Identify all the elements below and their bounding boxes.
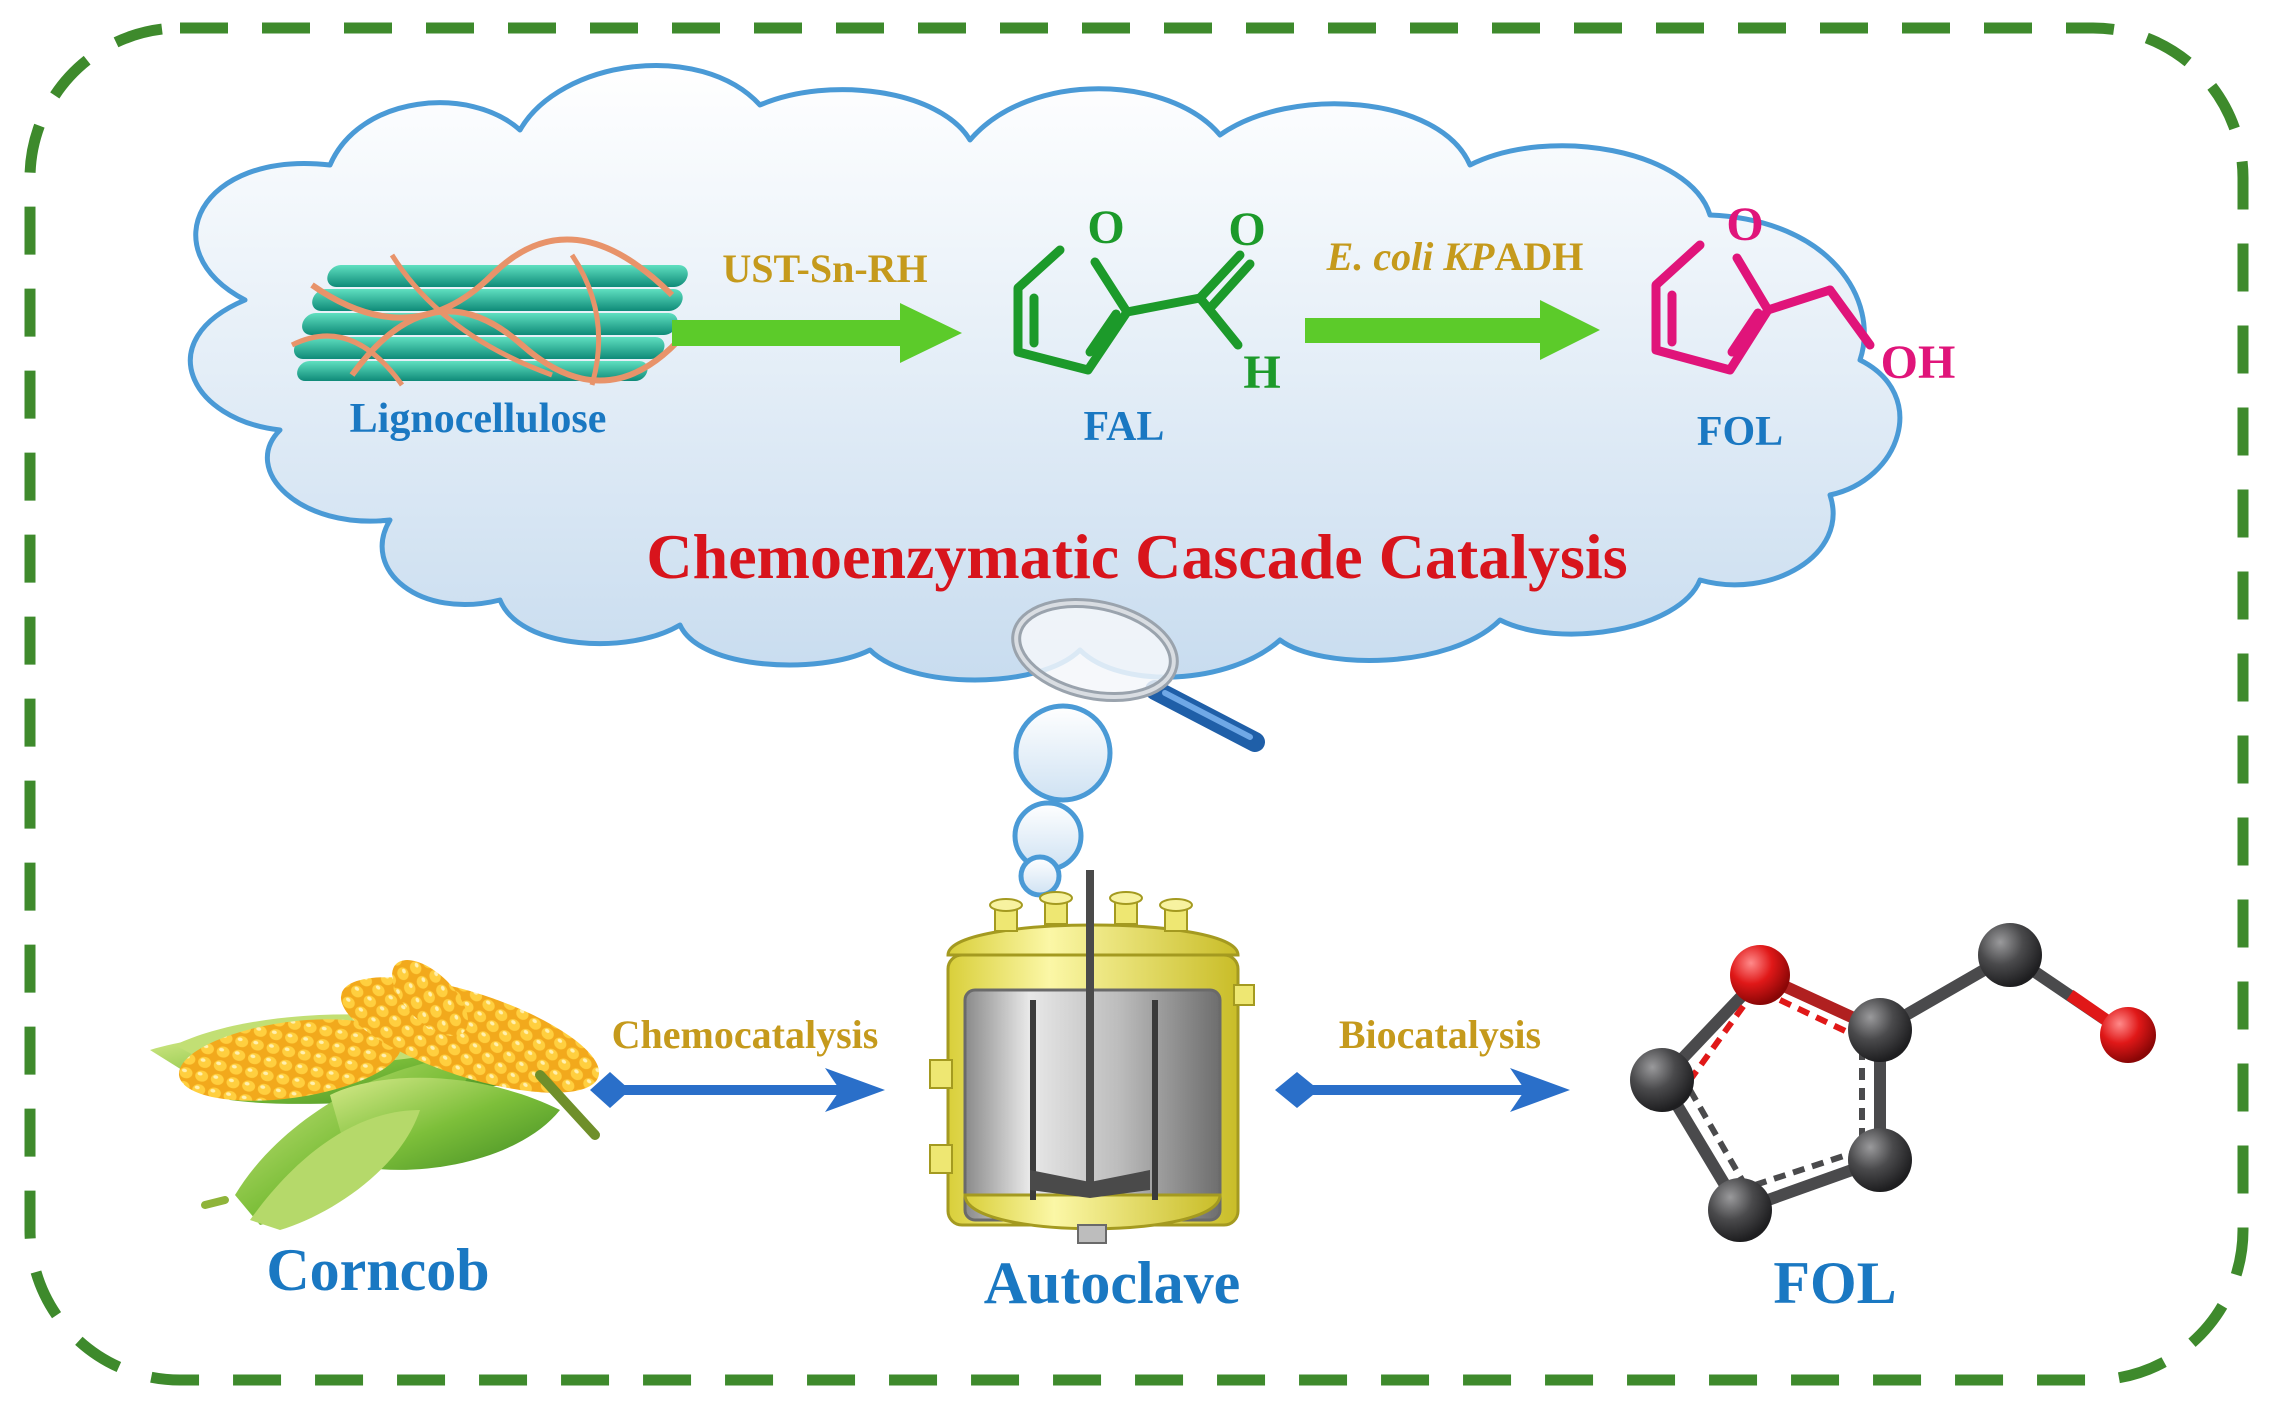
corncob-icon [150,960,600,1230]
autoclave-reactor-icon [929,870,1255,1244]
step2-catalyst-rest: ADH [1494,234,1583,279]
furfuryl-alcohol-ball-and-stick-icon [1630,923,2156,1242]
fal-ring-oxygen: O [1087,201,1124,254]
cloud-title: Chemoenzymatic Cascade Catalysis [646,521,1627,592]
fol-structure [1651,240,1875,375]
magnifying-glass-icon [1011,597,1265,752]
chemocatalysis-arrow [590,1068,885,1112]
step2-arrow [1305,300,1600,360]
lignocellulose-label: Lignocellulose [350,396,607,442]
fol-model-label: FOL [1773,1250,1896,1316]
autoclave-label: Autoclave [984,1250,1241,1316]
thought-bubbles [1012,703,1113,898]
dashed-frame [24,22,2249,1386]
step1-arrow [672,303,962,363]
fal-label: FAL [1084,404,1165,450]
fol-hydroxyl: OH [1881,336,1956,389]
biocatalysis-label: Biocatalysis [1339,1012,1541,1057]
fal-structure [1013,245,1255,375]
chemocatalysis-label: Chemocatalysis [612,1012,879,1057]
biocatalysis-arrow [1275,1068,1570,1112]
fal-hydrogen: H [1243,346,1280,399]
step1-catalyst-label: UST-Sn-RH [722,246,927,291]
lignocellulose-fiber-bundle-icon [290,236,695,387]
fol-ring-oxygen: O [1726,198,1763,251]
thought-cloud [187,63,1903,683]
step2-catalyst-label: E. coli KPADH [1326,234,1584,279]
fol-cloud-label: FOL [1697,409,1783,455]
corncob-label: Corncob [266,1237,489,1303]
fal-carbonyl-oxygen: O [1228,203,1265,256]
step2-catalyst-italic: E. coli KP [1326,234,1495,279]
